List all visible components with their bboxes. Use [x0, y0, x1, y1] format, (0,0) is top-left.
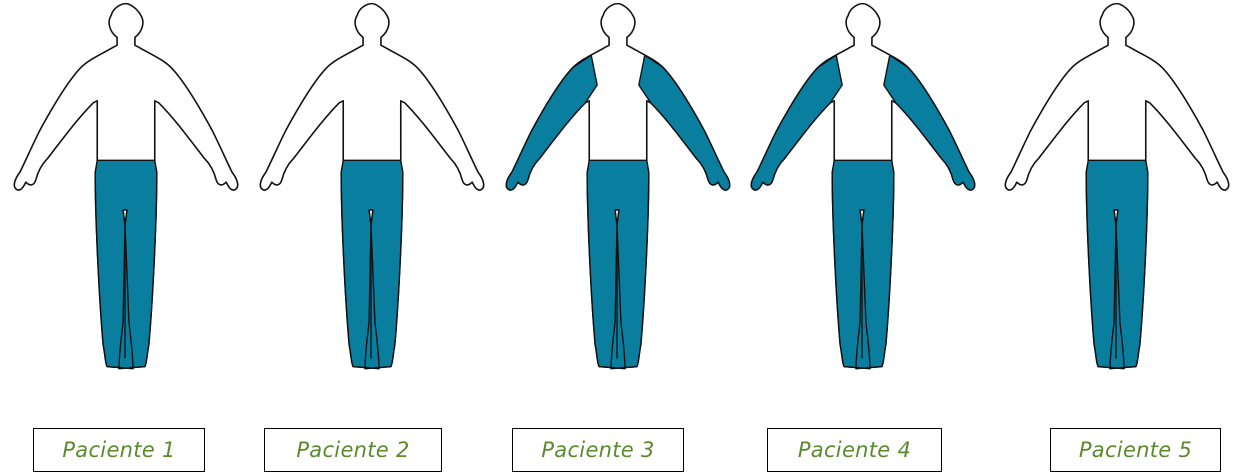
affected-legs-region — [1086, 160, 1147, 368]
patient-label: Paciente 1 — [62, 438, 175, 462]
affected-legs-region — [587, 160, 648, 368]
patient-label: Paciente 3 — [541, 438, 654, 462]
body-figure-patient-1 — [6, 0, 246, 400]
patient-label: Paciente 2 — [296, 438, 409, 462]
body-figure-patient-2 — [252, 0, 492, 400]
body-figure-patient-4 — [743, 0, 983, 400]
body-outline-icon — [252, 0, 492, 400]
affected-legs-region — [95, 160, 156, 368]
body-figure-patient-3 — [498, 0, 738, 400]
affected-left-arm-region — [506, 55, 597, 190]
patient-label: Paciente 5 — [1079, 438, 1192, 462]
body-outline-icon — [498, 0, 738, 400]
patient-label-box-4: Paciente 4 — [767, 428, 942, 472]
body-outline-icon — [743, 0, 983, 400]
patient-label: Paciente 4 — [798, 438, 911, 462]
body-outline-icon — [997, 0, 1237, 400]
body-figure-patient-5 — [997, 0, 1237, 400]
patient-label-box-5: Paciente 5 — [1050, 428, 1221, 472]
patient-label-box-3: Paciente 3 — [512, 428, 684, 472]
affected-right-arm-region — [884, 55, 975, 190]
affected-right-arm-region — [639, 55, 730, 190]
patient-label-box-1: Paciente 1 — [33, 428, 205, 472]
affected-left-arm-region — [751, 55, 842, 190]
affected-legs-region — [832, 160, 893, 368]
patient-label-box-2: Paciente 2 — [264, 428, 442, 472]
affected-legs-region — [341, 160, 402, 368]
body-outline-icon — [6, 0, 246, 400]
